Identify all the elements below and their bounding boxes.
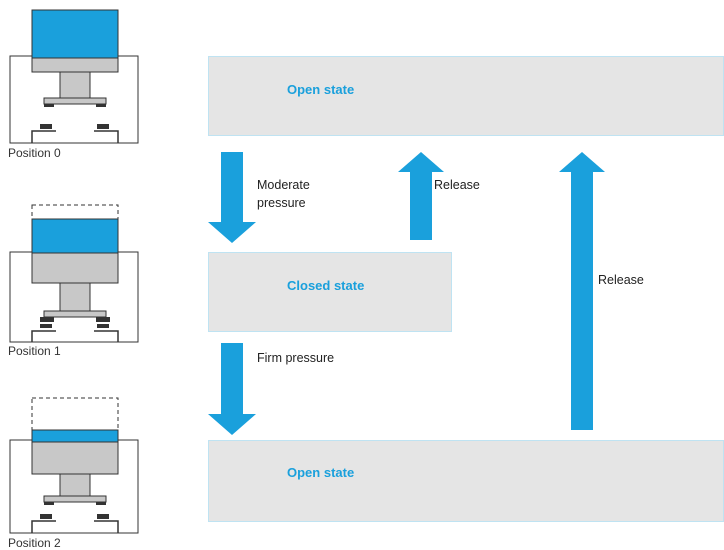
caption-release-open-to-open: Release — [598, 273, 644, 287]
state-label-closed: Closed state — [287, 278, 365, 293]
caption-moderate-pressure: Moderate pressure — [257, 178, 310, 210]
arrow-release-from-open — [559, 152, 605, 430]
position-label-1: Position 1 — [8, 344, 61, 358]
pushbutton-position-2 — [9, 397, 139, 534]
caption-release-closed-to-open: Release — [434, 178, 480, 192]
pushbutton-position-1 — [9, 204, 139, 343]
state-box-open-top — [208, 56, 724, 136]
arrow-moderate-pressure — [208, 152, 256, 243]
state-label-open-top: Open state — [287, 82, 355, 97]
position-label-0: Position 0 — [8, 146, 61, 160]
position-label-2: Position 2 — [8, 536, 61, 550]
arrow-firm-pressure — [208, 343, 256, 435]
state-box-open-bottom — [208, 440, 724, 522]
state-box-closed — [208, 252, 452, 332]
arrow-release-to-open — [398, 152, 444, 240]
pushbutton-position-0 — [9, 9, 139, 144]
caption-firm-pressure: Firm pressure — [257, 351, 335, 365]
state-label-open-bottom: Open state — [287, 465, 355, 480]
